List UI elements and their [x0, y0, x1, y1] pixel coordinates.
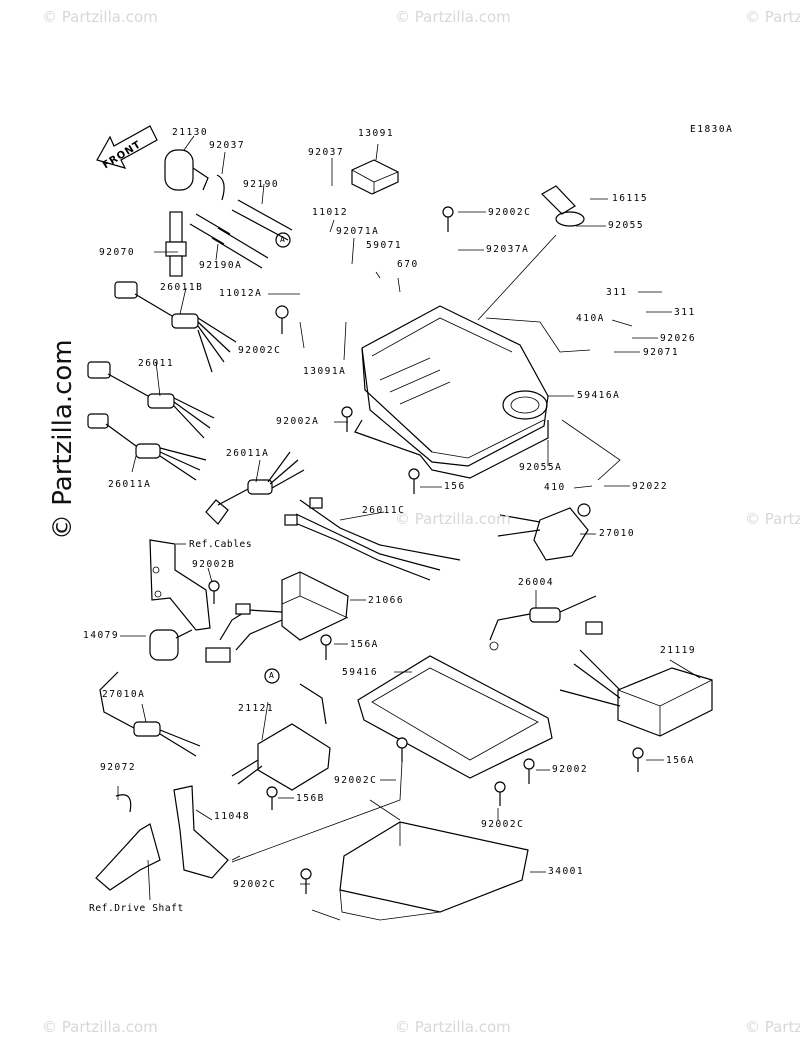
bracket-cables-icon	[149, 539, 211, 631]
part-label: 92190A	[199, 260, 243, 271]
part-label: 92002C	[488, 207, 532, 218]
part-label: 13091A	[303, 366, 347, 377]
harness-26011B-icon	[114, 281, 237, 373]
sensor-27010A-icon	[99, 671, 201, 757]
connector-13091-icon	[351, 159, 399, 195]
igniter-21119-icon	[559, 621, 713, 737]
part-label: 21066	[368, 595, 405, 606]
part-label: 59416A	[577, 390, 621, 401]
clip-92072-icon	[115, 794, 132, 813]
part-label: 92026	[660, 333, 697, 344]
tube-92190-icon	[189, 199, 293, 269]
switch-14079-icon	[149, 629, 193, 661]
part-label: 410	[544, 482, 566, 493]
part-label: 26011A	[226, 448, 270, 459]
watermark-side: © Partzilla.com	[48, 339, 78, 540]
part-label: 156B	[296, 793, 325, 804]
bolt-icons	[208, 206, 644, 894]
part-label: 670	[397, 259, 419, 270]
diagram-code: E1830A	[690, 124, 734, 135]
part-label: 27010	[599, 528, 636, 539]
part-label: 92055A	[519, 462, 563, 473]
watermark: © Partzilla.com	[395, 8, 511, 26]
harness-26011A-mid-icon	[205, 451, 305, 525]
watermark: © Partzilla.com	[745, 510, 800, 528]
harness-26011A-left-icon	[87, 413, 207, 481]
callout-a-top	[275, 232, 291, 248]
part-label: 92071	[643, 347, 680, 358]
part-label: 92002C	[334, 775, 378, 786]
control-box-cover	[361, 305, 549, 467]
part-label: 13091	[358, 128, 395, 139]
sensor-27010-icon	[497, 503, 591, 561]
fuse-26004-icon	[489, 595, 597, 651]
part-label: 92002C	[233, 879, 277, 890]
part-label: 311	[674, 307, 696, 318]
watermark: © Partzilla.com	[42, 1018, 158, 1036]
part-label: 92037A	[486, 244, 530, 255]
part-label: 26011B	[160, 282, 204, 293]
connector-21130-icon	[164, 149, 209, 191]
part-label: 11012A	[219, 288, 263, 299]
part-label: 311	[606, 287, 628, 298]
part-label: 26011	[138, 358, 175, 369]
part-label: 14079	[83, 630, 120, 641]
part-label: 21130	[172, 127, 209, 138]
part-label: 92002B	[192, 559, 236, 570]
part-label: 26011A	[108, 479, 152, 490]
ignition-coil-21121-icon	[231, 683, 331, 791]
gasket-92055A	[354, 419, 549, 479]
part-label: 92002A	[276, 416, 320, 427]
watermark: © Partzilla.com	[42, 8, 158, 26]
plate-34001-icon	[339, 821, 529, 921]
part-label: 92071A	[336, 226, 380, 237]
regulator-21066-icon	[205, 571, 349, 663]
part-label: 92070	[99, 247, 136, 258]
watermark: © Partzilla.com	[395, 510, 511, 528]
box-bottom-59416-icon	[357, 655, 553, 779]
part-label: 34001	[548, 866, 585, 877]
part-label: 92002C	[481, 819, 525, 830]
part-label: 92072	[100, 762, 137, 773]
cap-16115-icon	[541, 185, 585, 227]
drive-shaft-guard-icon	[95, 823, 161, 891]
bracket-11048-icon	[173, 785, 229, 879]
part-label: 26004	[518, 577, 555, 588]
callout-a-bottom	[264, 668, 280, 684]
ref-cables-label: Ref.Cables	[189, 539, 253, 550]
callout-label: A	[269, 671, 274, 680]
watermark: © Partzilla.com	[395, 1018, 511, 1036]
front-arrow-icon	[96, 125, 158, 169]
part-label: 156	[444, 481, 466, 492]
part-label: 92002	[552, 764, 589, 775]
part-label: 11048	[214, 811, 251, 822]
part-label: 92190	[243, 179, 280, 190]
part-label: 59416	[342, 667, 379, 678]
watermark: © Partzilla.com	[745, 8, 800, 26]
callout-label: A	[280, 235, 285, 244]
part-label: 26011C	[362, 505, 406, 516]
part-label: 11012	[312, 207, 349, 218]
part-label: 410A	[576, 313, 605, 324]
ref-drive-shaft-label: Ref.Drive Shaft	[89, 903, 184, 914]
part-label: 92037	[308, 147, 345, 158]
part-label: 21119	[660, 645, 697, 656]
harness-26011-icon	[87, 361, 215, 439]
part-label: 59071	[366, 240, 403, 251]
part-label: 156A	[350, 639, 379, 650]
part-label: 21121	[238, 703, 275, 714]
watermark: © Partzilla.com	[745, 1018, 800, 1036]
part-label: 92055	[608, 220, 645, 231]
part-label: 16115	[612, 193, 649, 204]
part-label: 27010A	[102, 689, 146, 700]
spark-plug-92070-icon	[165, 211, 187, 277]
part-label: 92037	[209, 140, 246, 151]
part-label: 92022	[632, 481, 669, 492]
part-label: 156A	[666, 755, 695, 766]
harness-26011C-icon	[284, 497, 461, 581]
part-label: 92002C	[238, 345, 282, 356]
clip-92037-icon	[216, 174, 225, 201]
leader-lines	[117, 135, 701, 921]
